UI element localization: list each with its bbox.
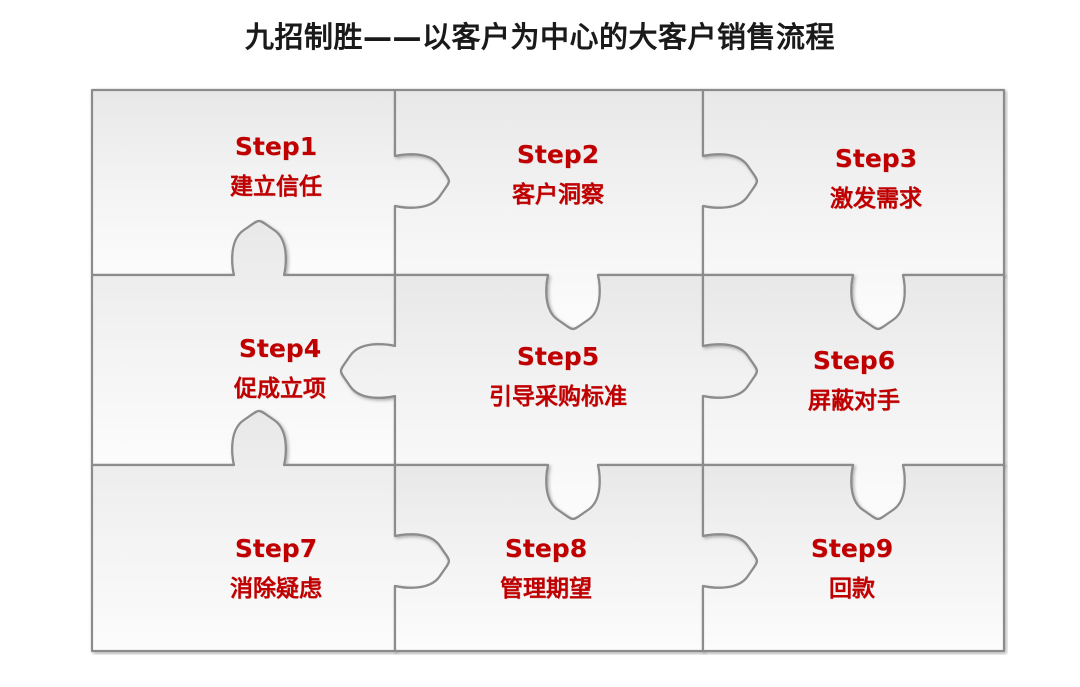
puzzle-piece-step9[interactable] [701, 463, 1006, 653]
puzzle-graphic [90, 88, 1006, 653]
puzzle-diagram: Step1 建立信任 Step2 客户洞察 Step3 激发需求 Step4 促… [88, 86, 1008, 655]
page-title: 九招制胜——以客户为中心的大客户销售流程 [244, 20, 835, 54]
